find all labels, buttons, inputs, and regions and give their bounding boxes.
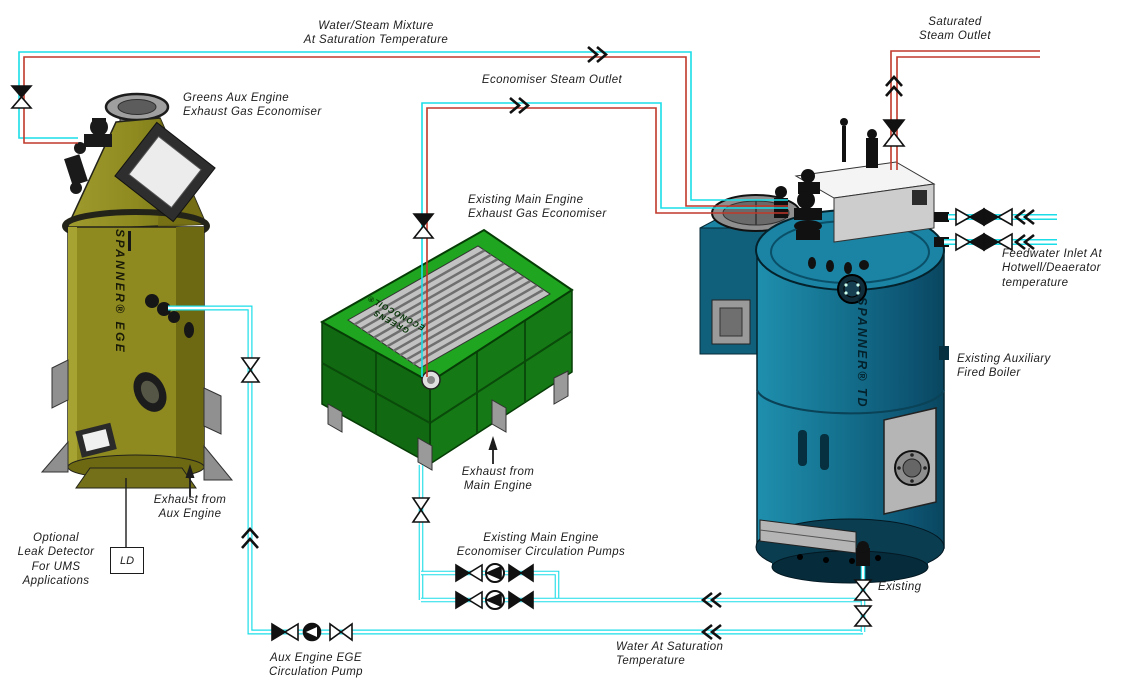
pipe-economiser-steam-outlet: [421, 102, 788, 377]
main-circulation-pump-set: [455, 563, 534, 610]
aux-water-inlet-fittings: [128, 231, 194, 338]
economiser-feet: [327, 370, 569, 471]
flow-chevron-up-icon: [885, 75, 903, 97]
aux-economiser-nameplate: SPANNER® EGE: [113, 229, 127, 355]
aux-inspection-box: [75, 422, 117, 458]
label-saturated-steam-outlet: Saturated Steam Outlet: [919, 16, 991, 43]
label-feedwater-inlet: Feedwater Inlet At Hotwell/Deaerator tem…: [1002, 248, 1103, 289]
aux-handhole: [133, 372, 167, 412]
main-economiser-unit: [319, 228, 574, 471]
label-exhaust-main: Exhaust from Main Engine: [461, 466, 535, 493]
exhaust-aux-arrow-icon: [185, 464, 195, 497]
feedwater-valves-line2: [955, 232, 1013, 252]
flow-chevron-right-icon: [509, 97, 531, 114]
label-economiser-steam-outlet: Economiser Steam Outlet: [481, 74, 623, 86]
aux-access-door: [114, 121, 216, 223]
label-main-economiser: Existing Main Engine Exhaust Gas Economi…: [468, 194, 607, 221]
aux-steam-valve-assembly: [64, 118, 112, 194]
label-leak-detector: Optional Leak Detector For UMS Applicati…: [17, 532, 95, 588]
valve-main-econ-inlet: [411, 497, 431, 523]
label-aux-economiser: Greens Aux Engine Exhaust Gas Economiser: [183, 92, 322, 119]
label-water-steam-mixture: Water/Steam Mixture At Saturation Temper…: [303, 20, 449, 47]
flow-chevron-left-icon: [1013, 208, 1035, 226]
flow-chevron-left-icon: [1013, 233, 1035, 251]
label-existing: Existing: [878, 581, 922, 593]
pipe-water-steam-mixture: [18, 51, 788, 207]
flow-chevron-up-icon: [241, 527, 259, 549]
feedwater-valves-line1: [955, 207, 1013, 227]
flow-chevron-left-icon: [700, 623, 722, 641]
valve-aux-water-riser: [240, 357, 261, 383]
label-main-pumps: Existing Main Engine Economiser Circulat…: [456, 532, 626, 559]
boiler-base-plugs: [797, 554, 881, 564]
label-existing-boiler: Existing Auxiliary Fired Boiler: [957, 353, 1051, 380]
label-aux-pump: Aux Engine EGE Circulation Pump: [269, 652, 363, 679]
pipe-aux-water-circuit: [168, 305, 863, 635]
exhaust-main-arrow-icon: [488, 436, 498, 464]
aux-circulation-pump-set: [271, 622, 353, 642]
aux-economiser-vessel: [40, 92, 234, 489]
leak-detector-box: LD: [110, 547, 144, 574]
flow-chevron-left-icon: [700, 591, 722, 609]
pipe-saturated-steam-outlet: [890, 50, 1040, 170]
valve-boiler-drain-upper: [853, 579, 873, 601]
boiler-nameplate: SPANNER® TD: [855, 297, 869, 409]
flow-chevron-right-icon: [587, 46, 609, 63]
valve-saturated-steam: [882, 119, 906, 147]
label-exhaust-aux: Exhaust from Aux Engine: [153, 494, 227, 521]
valve-boiler-drain-lower: [853, 605, 873, 627]
valve-econ-steam-line: [412, 213, 435, 239]
label-water-saturation: Water At Saturation Temperature: [616, 641, 724, 668]
aux-fired-boiler: [699, 118, 949, 584]
valve-aux-steam-line: [10, 85, 33, 109]
